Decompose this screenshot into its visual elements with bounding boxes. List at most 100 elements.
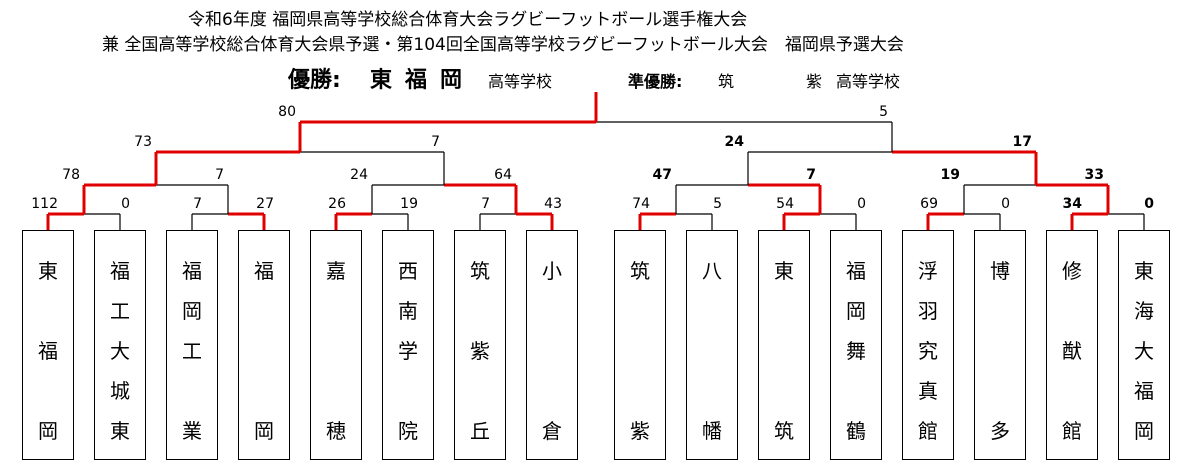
match-score: 5 bbox=[713, 196, 722, 212]
champion-name: 東福岡 bbox=[370, 68, 476, 93]
team-name-char: 究 bbox=[918, 339, 938, 363]
team-box: 嘉穂 bbox=[310, 230, 362, 460]
team-name-char: 羽 bbox=[918, 299, 938, 323]
team-name-char: 筑 bbox=[774, 419, 794, 443]
team-box: 福工大城東 bbox=[94, 230, 146, 460]
team-box: 筑紫 bbox=[614, 230, 666, 460]
team-box: 小倉 bbox=[526, 230, 578, 460]
match-score: 54 bbox=[776, 196, 794, 212]
team-name-char: 東 bbox=[774, 259, 794, 283]
team-name-char: 多 bbox=[990, 419, 1010, 443]
team-name-char: 嘉 bbox=[326, 259, 346, 283]
runner-up-label: 準優勝: bbox=[628, 72, 683, 91]
team-name-char: 岡 bbox=[254, 419, 274, 443]
team-name-char: 海 bbox=[1134, 299, 1154, 323]
team-box: 博多 bbox=[974, 230, 1026, 460]
match-score: 74 bbox=[632, 196, 650, 212]
team-name-char: 幡 bbox=[702, 419, 722, 443]
team-name-char: 鶴 bbox=[846, 419, 866, 443]
team-name-char: 南 bbox=[398, 299, 418, 323]
team-name-char: 紫 bbox=[470, 339, 490, 363]
match-score: 112 bbox=[31, 196, 58, 212]
team-name-char: 東 bbox=[38, 259, 58, 283]
team-name-char: 博 bbox=[990, 259, 1010, 283]
match-score: 80 bbox=[278, 104, 296, 120]
team-name-char: 福 bbox=[254, 259, 274, 283]
runner-up-name-part2: 紫 bbox=[806, 72, 823, 91]
team-name-char: 岡 bbox=[38, 419, 58, 443]
match-score: 17 bbox=[1012, 134, 1032, 150]
team-box: 東海大福岡 bbox=[1118, 230, 1170, 460]
team-name-char: 筑 bbox=[630, 259, 650, 283]
team-name-char: 工 bbox=[182, 339, 202, 363]
match-score: 26 bbox=[328, 196, 346, 212]
match-score: 43 bbox=[544, 196, 562, 212]
team-box: 東福岡 bbox=[22, 230, 74, 460]
match-score: 34 bbox=[1062, 196, 1082, 212]
team-name-char: 岡 bbox=[182, 299, 202, 323]
team-name-char: 福 bbox=[182, 259, 202, 283]
team-name-char: 大 bbox=[110, 339, 130, 363]
team-box: 浮羽究真館 bbox=[902, 230, 954, 460]
team-name-char: 舞 bbox=[846, 339, 866, 363]
team-name-char: 院 bbox=[398, 419, 418, 443]
team-name-char: 東 bbox=[1134, 259, 1154, 283]
team-name-char: 東 bbox=[110, 419, 130, 443]
team-box: 八幡 bbox=[686, 230, 738, 460]
team-name-char: 小 bbox=[542, 259, 562, 283]
match-score: 0 bbox=[1001, 196, 1010, 212]
team-box: 東筑 bbox=[758, 230, 810, 460]
team-name-char: 福 bbox=[110, 259, 130, 283]
team-name-char: 真 bbox=[918, 379, 938, 403]
team-name-char: 館 bbox=[1062, 419, 1082, 443]
match-score: 27 bbox=[256, 196, 274, 212]
champion-label: 優勝: bbox=[288, 68, 341, 93]
team-name-char: 浮 bbox=[918, 259, 938, 283]
tournament-title-line1: 令和6年度 福岡県高等学校総合体育大会ラグビーフットボール選手権大会 bbox=[188, 10, 748, 30]
team-name-char: 福 bbox=[846, 259, 866, 283]
team-name-char: 福 bbox=[1134, 379, 1154, 403]
match-score: 0 bbox=[1144, 196, 1154, 212]
match-score: 24 bbox=[724, 134, 744, 150]
match-score: 64 bbox=[494, 167, 512, 183]
tournament-title-line2: 兼 全国高等学校総合体育大会県予選・第104回全国高等学校ラグビーフットボール大… bbox=[102, 35, 904, 55]
match-score: 7 bbox=[481, 196, 490, 212]
champion-suffix: 高等学校 bbox=[488, 72, 553, 91]
team-name-char: 穂 bbox=[326, 419, 346, 443]
match-score: 0 bbox=[857, 196, 866, 212]
team-box: 福岡舞鶴 bbox=[830, 230, 882, 460]
match-score: 0 bbox=[121, 196, 130, 212]
team-box: 福岡 bbox=[238, 230, 290, 460]
team-name-char: 筑 bbox=[470, 259, 490, 283]
team-name-char: 大 bbox=[1134, 339, 1154, 363]
runner-up-suffix: 高等学校 bbox=[836, 72, 901, 91]
team-name-char: 学 bbox=[398, 339, 418, 363]
match-score: 7 bbox=[215, 167, 224, 183]
match-score: 7 bbox=[806, 167, 816, 183]
team-name-char: 修 bbox=[1062, 259, 1082, 283]
team-box: 西南学院 bbox=[382, 230, 434, 460]
match-score: 69 bbox=[920, 196, 938, 212]
team-name-char: 西 bbox=[398, 259, 418, 283]
team-name-char: 業 bbox=[182, 419, 202, 443]
team-name-char: 丘 bbox=[470, 419, 490, 443]
match-score: 7 bbox=[431, 134, 440, 150]
match-score: 24 bbox=[350, 167, 368, 183]
match-score: 33 bbox=[1084, 167, 1104, 183]
runner-up-name-part1: 筑 bbox=[718, 72, 735, 91]
team-name-char: 城 bbox=[110, 379, 130, 403]
team-name-char: 倉 bbox=[542, 419, 562, 443]
team-name-char: 岡 bbox=[846, 299, 866, 323]
team-box: 福岡工業 bbox=[166, 230, 218, 460]
match-score: 78 bbox=[62, 167, 80, 183]
match-score: 19 bbox=[400, 196, 418, 212]
team-name-char: 工 bbox=[110, 299, 130, 323]
match-score: 5 bbox=[879, 104, 888, 120]
team-name-char: 八 bbox=[702, 259, 722, 283]
team-name-char: 岡 bbox=[1134, 419, 1154, 443]
match-score: 73 bbox=[134, 134, 152, 150]
match-score: 47 bbox=[652, 167, 672, 183]
match-score: 19 bbox=[940, 167, 960, 183]
team-box: 修猷館 bbox=[1046, 230, 1098, 460]
